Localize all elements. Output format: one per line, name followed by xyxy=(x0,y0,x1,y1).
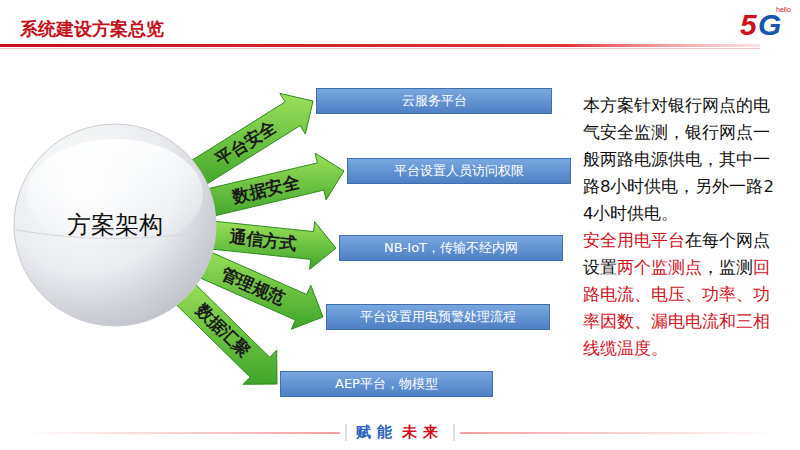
arrow-label: 数据汇聚 xyxy=(190,299,255,363)
node-text: AEP平台，物模型 xyxy=(335,375,438,393)
highlight-text: 安全用电平台 xyxy=(583,231,685,250)
description: 本方案针对银行网点的电气安全监测，银行网点一般两路电源供电，其中一路8小时供电，… xyxy=(583,92,781,362)
description-text: 本方案针对银行网点的电气安全监测，银行网点一般两路电源供电，其中一路8小时供电，… xyxy=(583,92,781,227)
footer-text: 未来 xyxy=(402,423,444,441)
node-text: 平台设置人员访问权限 xyxy=(394,162,524,180)
title-underline-thin xyxy=(0,48,760,49)
highlight-text: 两个监测点 xyxy=(617,258,702,277)
description-text: ，监测 xyxy=(702,258,753,277)
logo-five: 5 xyxy=(740,8,757,42)
node-text: 方案架构 xyxy=(67,209,163,241)
footer-divider xyxy=(346,424,347,441)
node-text: 平台设置用电预警处理流程 xyxy=(360,308,516,326)
title-underline xyxy=(0,44,760,47)
footer-text: 赋能 xyxy=(356,423,398,441)
node-text: NB-IoT，传输不经内网 xyxy=(384,239,518,257)
logo-hello: hello xyxy=(776,6,791,13)
footer: 赋能未来 xyxy=(350,423,450,442)
arrow-label: 管理规范 xyxy=(218,262,289,311)
process-box: 平台设置用电预警处理流程 xyxy=(326,304,550,330)
footer-line xyxy=(460,432,780,434)
process-box: AEP平台，物模型 xyxy=(280,371,493,397)
process-box: NB-IoT，传输不经内网 xyxy=(339,235,563,261)
description-block: 安全用电平台在每个网点设置两个监测点，监测回路电流、电压、功率、功率因数、漏电电… xyxy=(583,227,781,362)
process-box: 平台设置人员访问权限 xyxy=(347,158,571,184)
process-box: 云服务平台 xyxy=(316,88,552,114)
logo-g: G xyxy=(758,8,781,42)
slide-title: 系统建设方案总览 xyxy=(20,17,164,41)
node-text: 云服务平台 xyxy=(402,92,467,110)
sphere-node: 方案架构 xyxy=(12,122,218,328)
footer-divider xyxy=(454,424,455,441)
logo: 5Ghello xyxy=(738,6,792,44)
footer-line xyxy=(20,432,340,434)
